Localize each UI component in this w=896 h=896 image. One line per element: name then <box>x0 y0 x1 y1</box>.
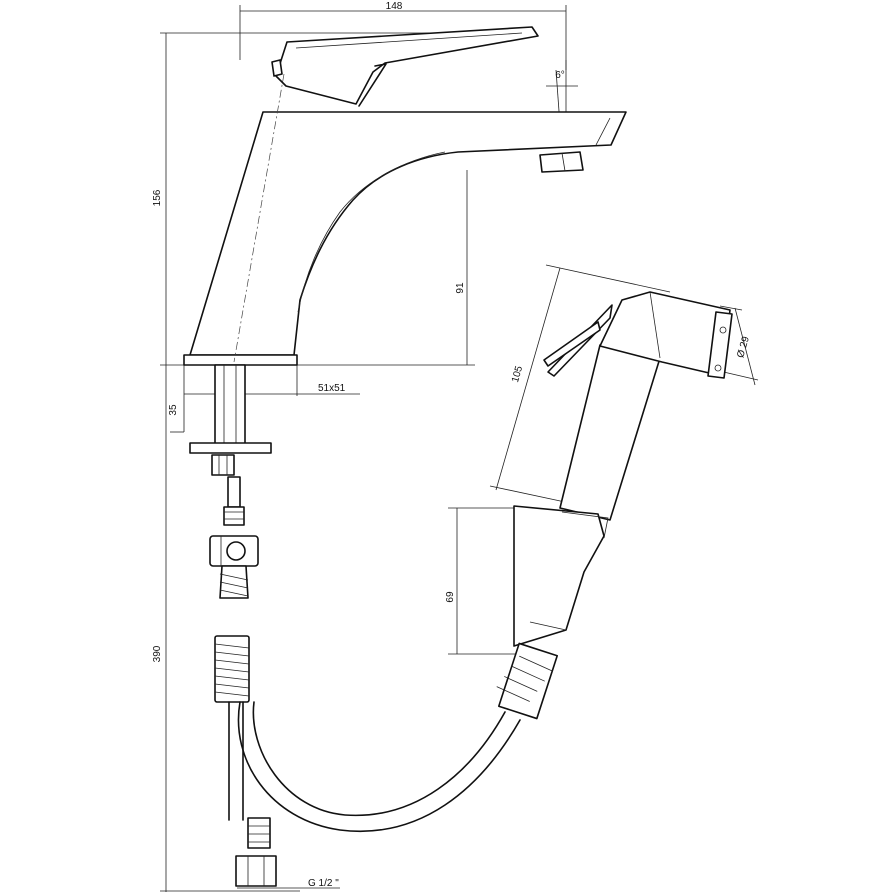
hose <box>214 635 521 887</box>
mount-thickness-label: 35 <box>168 404 179 416</box>
shower-length-label: 105 <box>510 364 525 383</box>
hose-length-label: 390 <box>152 645 163 662</box>
tilt-angle-label: 6° <box>555 70 565 81</box>
mounting-assembly <box>189 364 272 599</box>
base-plate-label: 51x51 <box>318 383 346 394</box>
hand-shower <box>496 291 733 720</box>
height-total-label: 156 <box>152 189 163 206</box>
width-total-label: 148 <box>386 1 403 12</box>
connection-thread-label: G 1/2 " <box>308 878 339 889</box>
holder-height-label: 69 <box>445 591 456 603</box>
shower-diameter-label: Ø 29 <box>735 335 752 359</box>
faucet-body <box>183 26 627 452</box>
spout-clearance-label: 91 <box>455 282 466 294</box>
